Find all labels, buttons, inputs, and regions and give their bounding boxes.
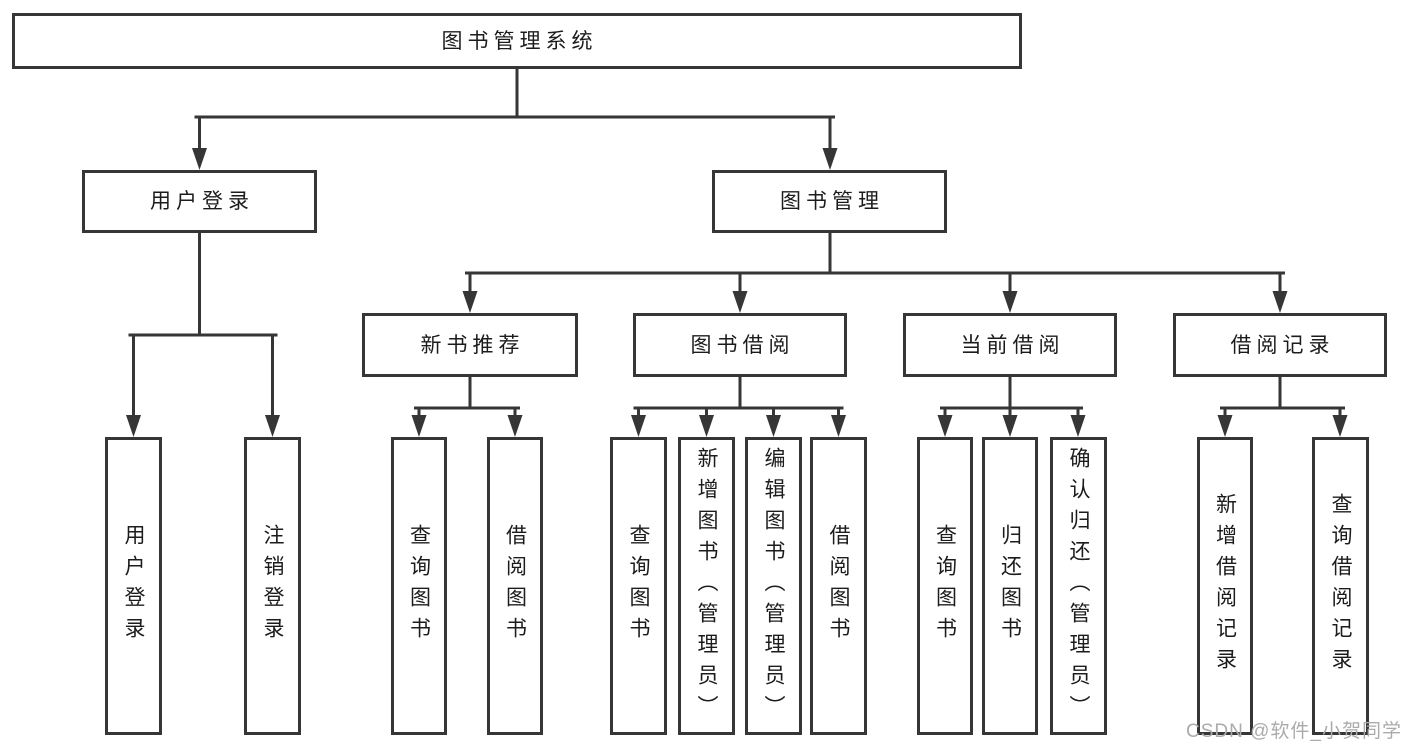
leaf-add-books-admin: 新增图书（管理员） xyxy=(678,437,735,735)
node-label: 借阅图书 xyxy=(827,524,850,648)
node-label: 编辑图书（管理员） xyxy=(762,446,785,726)
leaf-query-borrow-record: 查询借阅记录 xyxy=(1312,437,1369,735)
node-current-borrowing: 当前借阅 xyxy=(903,313,1117,377)
leaf-logout: 注销登录 xyxy=(244,437,301,735)
node-book-borrowing: 图书借阅 xyxy=(633,313,847,377)
node-user-login: 用户登录 xyxy=(82,170,317,233)
node-book-management: 图书管理 xyxy=(712,170,947,233)
node-label: 查询图书 xyxy=(627,524,650,648)
node-label: 确认归还（管理员） xyxy=(1067,446,1090,726)
csdn-watermark: CSDN @软件_小贺同学 xyxy=(1186,721,1402,742)
leaf-user-login: 用户登录 xyxy=(105,437,162,735)
node-label: 查询图书 xyxy=(933,524,957,648)
node-label: 图书管理 xyxy=(780,190,884,213)
node-label: 用户登录 xyxy=(122,524,145,648)
leaf-confirm-return-admin: 确认归还（管理员） xyxy=(1050,437,1107,735)
node-label: 当前借阅 xyxy=(960,333,1065,357)
node-label: 借阅图书 xyxy=(503,524,527,648)
leaf-query-books-borrowing: 查询图书 xyxy=(610,437,667,735)
node-label: 用户登录 xyxy=(150,190,254,213)
leaf-query-books-recommend: 查询图书 xyxy=(391,437,447,735)
node-label: 借阅记录 xyxy=(1230,333,1335,357)
leaf-return-books: 归还图书 xyxy=(982,437,1038,735)
node-new-book-recommend: 新书推荐 xyxy=(362,313,578,377)
node-label: 注销登录 xyxy=(261,524,284,648)
leaf-borrow-books-borrowing: 借阅图书 xyxy=(810,437,867,735)
leaf-borrow-books-recommend: 借阅图书 xyxy=(487,437,543,735)
node-root-system: 图书管理系统 xyxy=(12,13,1022,69)
node-label: 图书借阅 xyxy=(690,333,795,357)
leaf-edit-books-admin: 编辑图书（管理员） xyxy=(745,437,802,735)
node-label: 归还图书 xyxy=(998,524,1022,648)
node-label: 图书管理系统 xyxy=(441,29,598,53)
node-label: 新书推荐 xyxy=(420,333,525,357)
leaf-query-books-current: 查询图书 xyxy=(917,437,973,735)
node-label: 查询图书 xyxy=(407,524,431,648)
leaf-add-borrow-record: 新增借阅记录 xyxy=(1197,437,1253,735)
node-label: 查询借阅记录 xyxy=(1329,493,1352,679)
node-label: 新增借阅记录 xyxy=(1213,493,1237,679)
node-label: 新增图书（管理员） xyxy=(695,446,718,726)
node-borrow-records: 借阅记录 xyxy=(1173,313,1387,377)
